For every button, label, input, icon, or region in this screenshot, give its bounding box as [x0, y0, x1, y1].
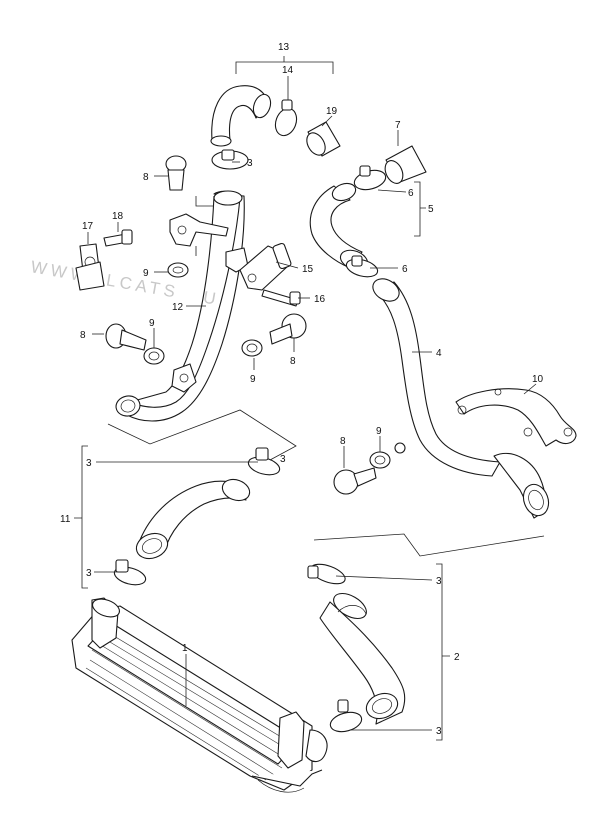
callout-8: 8 — [143, 172, 149, 183]
callout-10: 10 — [532, 374, 544, 385]
leader-lines — [87, 76, 537, 731]
group-bracket-11 — [74, 445, 88, 589]
callout-6: 6 — [408, 188, 414, 199]
callout-13: 13 — [278, 42, 290, 53]
callout-3: 3 — [436, 576, 442, 587]
callout-17: 17 — [82, 221, 94, 232]
callout-9: 9 — [376, 426, 382, 437]
bolt[interactable] — [103, 229, 133, 247]
callout-6: 6 — [402, 264, 408, 275]
callout-16: 16 — [314, 294, 326, 305]
hose-end — [92, 598, 120, 618]
charge-air-hose-upper[interactable] — [210, 85, 274, 147]
assembly-outline — [195, 196, 214, 256]
group-bracket-13 — [235, 56, 334, 74]
callout-3: 3 — [86, 568, 92, 579]
charge-air-hose-left[interactable] — [133, 476, 253, 563]
callout-1: 1 — [182, 643, 188, 654]
hollow-bolt[interactable] — [333, 467, 377, 495]
grommet[interactable] — [143, 347, 165, 365]
callout-15: 15 — [302, 264, 314, 275]
hollow-bolt[interactable] — [269, 313, 307, 345]
group-bracket-5 — [414, 181, 426, 237]
callout-7: 7 — [395, 120, 401, 131]
hose-clamp[interactable] — [112, 559, 147, 588]
grommet[interactable] — [167, 262, 189, 278]
charge-air-pipe-4[interactable] — [369, 274, 553, 519]
grommet[interactable] — [369, 451, 391, 469]
mounting-plate[interactable] — [75, 243, 105, 291]
support-bracket[interactable] — [455, 388, 577, 447]
callout-4: 4 — [436, 348, 442, 359]
pressure-sensor[interactable] — [239, 242, 292, 291]
callout-2: 2 — [454, 652, 460, 663]
hose-clamp[interactable] — [211, 149, 249, 170]
assembly-outline — [313, 533, 545, 557]
callout-12: 12 — [172, 302, 184, 313]
callout-8: 8 — [290, 356, 296, 367]
assembly-outline — [107, 409, 297, 461]
callout-8: 8 — [80, 330, 86, 341]
callout-8: 8 — [340, 436, 346, 447]
callout-5: 5 — [428, 204, 434, 215]
hollow-bolt[interactable] — [105, 323, 147, 351]
hose-clamp[interactable] — [307, 560, 348, 587]
callout-18: 18 — [112, 211, 124, 222]
hose-clamp[interactable] — [328, 699, 364, 735]
callout-14: 14 — [282, 65, 294, 76]
connecting-pipe[interactable] — [303, 121, 341, 158]
group-bracket-2 — [436, 563, 450, 741]
callout-9: 9 — [250, 374, 256, 385]
grommet[interactable] — [241, 339, 263, 357]
callout-9: 9 — [149, 318, 155, 329]
callout-3: 3 — [280, 454, 286, 465]
hose-clamp[interactable] — [246, 447, 281, 478]
callout-19: 19 — [326, 106, 338, 117]
callout-3: 3 — [436, 726, 442, 737]
hose-clamp[interactable] — [352, 165, 388, 193]
bolt[interactable] — [261, 289, 301, 307]
hose-clamp[interactable] — [344, 255, 379, 280]
callout-9: 9 — [143, 268, 149, 279]
hose-clamp[interactable] — [272, 99, 300, 139]
pipe-bracket[interactable] — [169, 213, 229, 247]
intercooler[interactable] — [71, 597, 328, 793]
charge-air-hose-right[interactable] — [319, 588, 406, 725]
callout-11: 11 — [60, 514, 71, 525]
hollow-bolt[interactable] — [165, 155, 187, 191]
connecting-pipe-7[interactable] — [382, 145, 427, 186]
callout-3: 3 — [86, 458, 92, 469]
callout-3: 3 — [247, 158, 253, 169]
